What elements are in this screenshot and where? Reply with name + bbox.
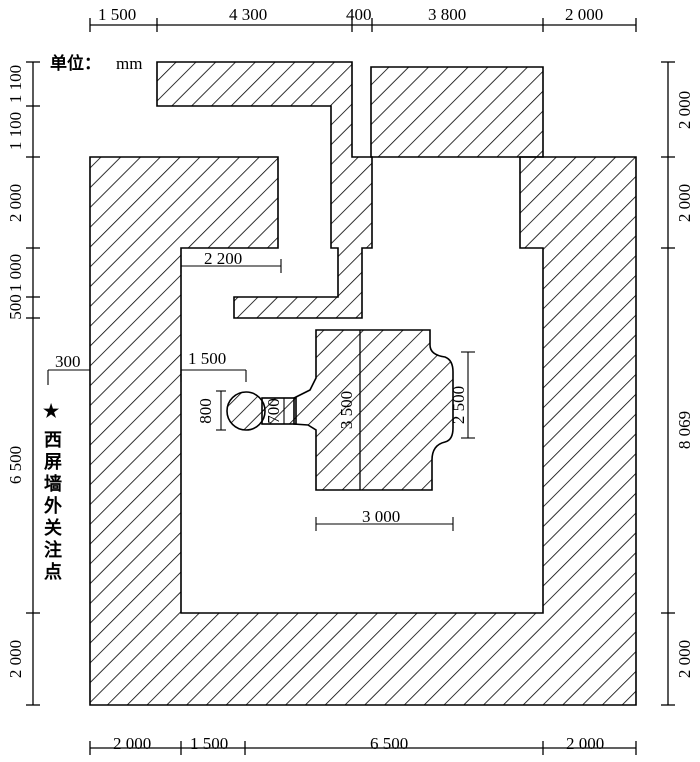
top-dim-5: 2 000 — [565, 5, 603, 24]
bottom-dimension-line: 2 000 1 500 6 500 2 000 — [89, 734, 637, 755]
unit-label: 单位： — [50, 53, 101, 73]
left-dimension-line: 1 100 1 100 2 000 1 000 500 6 500 2 000 — [6, 61, 40, 706]
right-dim-3: 8 069 — [675, 411, 694, 449]
svg-text:2 500: 2 500 — [449, 386, 468, 424]
top-dimension-line: 1 500 4 300 400 3 800 2 000 — [89, 5, 637, 32]
right-dim-2: 2 000 — [675, 184, 694, 222]
svg-text:点: 点 — [44, 561, 62, 582]
svg-text:1 500: 1 500 — [188, 349, 226, 368]
left-dim-7: 2 000 — [6, 640, 25, 678]
central-stem — [261, 397, 297, 425]
svg-text:800: 800 — [196, 398, 215, 424]
bottom-dim-1: 2 000 — [113, 734, 151, 753]
left-dim-4: 1 000 — [6, 254, 25, 292]
left-dim-3: 2 000 — [6, 184, 25, 222]
left-dim-5: 500 — [6, 294, 25, 320]
svg-text:关: 关 — [44, 517, 62, 538]
bottom-dim-3: 6 500 — [370, 734, 408, 753]
top-dim-1: 1 500 — [98, 5, 136, 24]
svg-text:屏: 屏 — [44, 452, 62, 472]
svg-text:墙: 墙 — [44, 473, 62, 494]
svg-text:西: 西 — [44, 430, 62, 450]
svg-text:外: 外 — [44, 495, 62, 516]
left-dim-1: 1 100 — [6, 65, 25, 103]
dim-3000: 3 000 — [315, 507, 454, 531]
outer-wall — [89, 156, 637, 706]
unit-value: mm — [116, 54, 142, 73]
dim-2500: 2 500 — [449, 351, 475, 439]
dim-2200: 2 200 — [180, 249, 282, 273]
top-dim-2: 4 300 — [229, 5, 267, 24]
top-dim-3: 400 — [346, 5, 372, 24]
bottom-dim-4: 2 000 — [566, 734, 604, 753]
left-dim-6: 6 500 — [6, 446, 25, 484]
dim-300: 300 — [47, 352, 90, 385]
svg-text:3 500: 3 500 — [337, 391, 356, 429]
dim-800: 800 — [196, 390, 226, 431]
right-dimension-line: 2 000 2 000 8 069 2 000 — [661, 61, 694, 706]
svg-text:3 000: 3 000 — [362, 507, 400, 526]
central-object — [293, 329, 454, 491]
svg-text:2 200: 2 200 — [204, 249, 242, 268]
dim-1500: 1 500 — [180, 349, 247, 382]
bottom-dim-2: 1 500 — [190, 734, 228, 753]
central-circle — [226, 391, 266, 431]
right-dim-4: 2 000 — [675, 640, 694, 678]
top-dim-4: 3 800 — [428, 5, 466, 24]
star-icon: ★ — [43, 401, 60, 421]
top-right-block — [370, 66, 544, 158]
svg-text:300: 300 — [55, 352, 81, 371]
top-left-block — [156, 61, 373, 319]
dim-3500: 3 500 — [337, 391, 356, 429]
svg-text:注: 注 — [44, 539, 62, 560]
point-label: 西 屏 墙 外 关 注 点 — [44, 430, 62, 582]
svg-text:700: 700 — [264, 398, 283, 424]
right-dim-1: 2 000 — [675, 91, 694, 129]
left-dim-2: 1 100 — [6, 112, 25, 150]
dim-700: 700 — [264, 398, 285, 424]
